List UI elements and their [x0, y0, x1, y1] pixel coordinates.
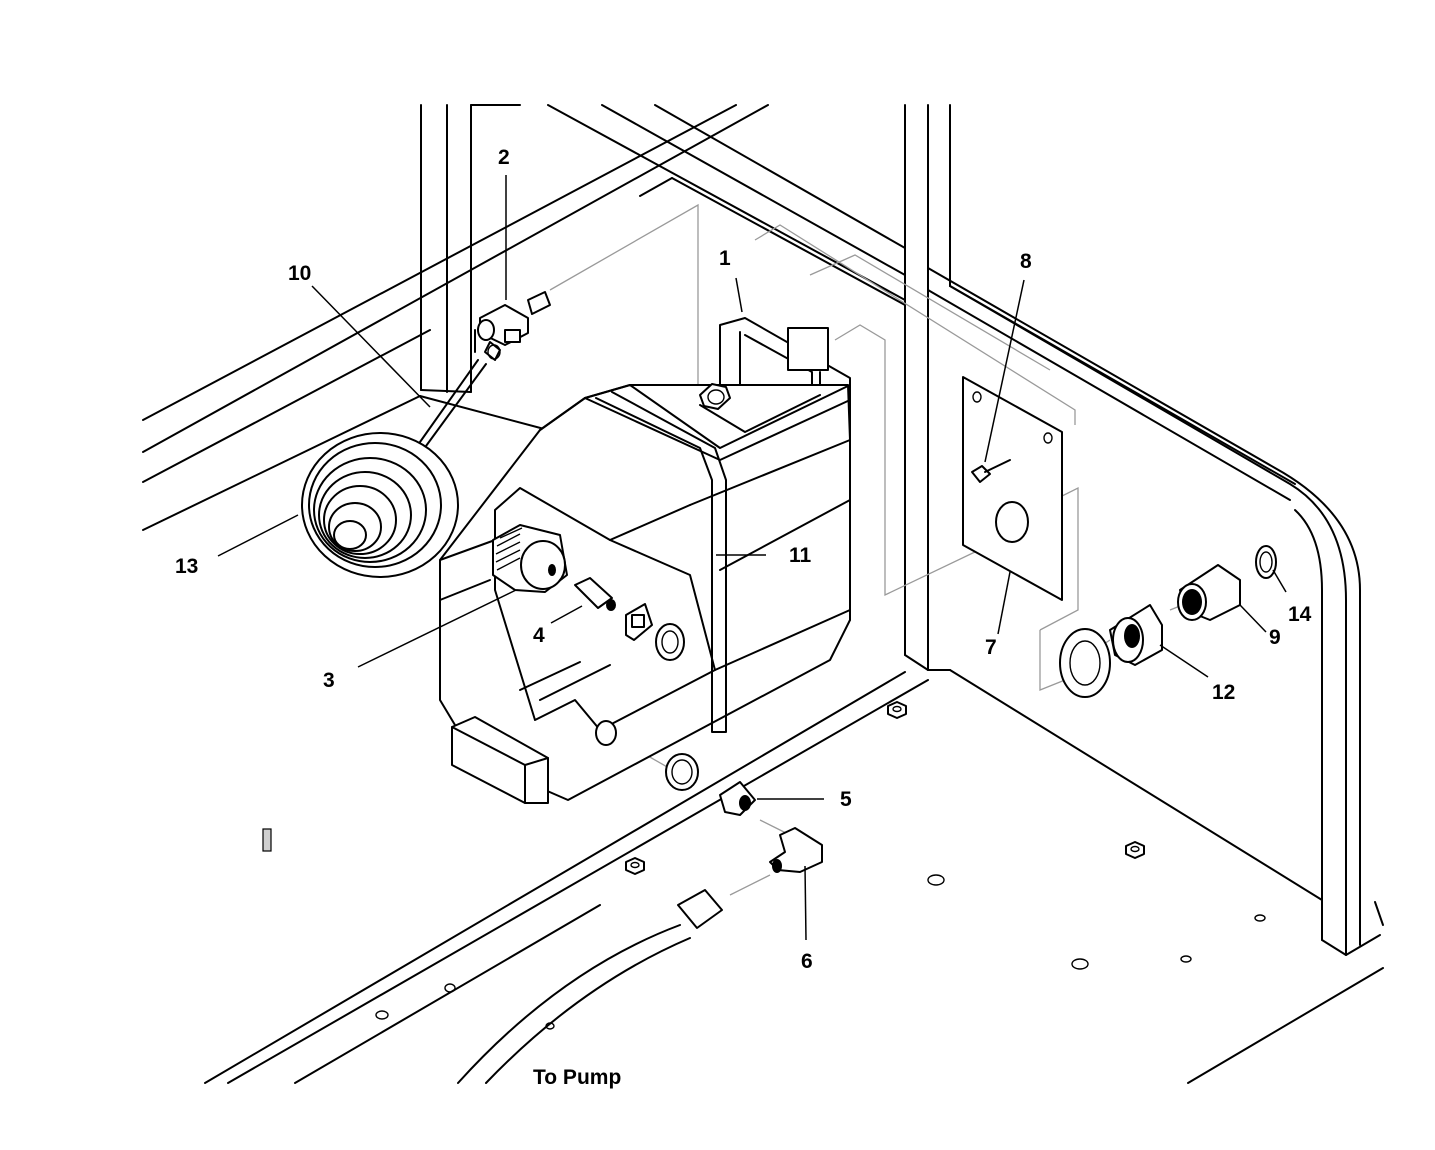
float-arm: [419, 359, 487, 447]
callout-3: 3: [323, 669, 335, 692]
callout-10: 10: [288, 262, 312, 285]
callout-5: 5: [840, 788, 852, 811]
callout-1: 1: [719, 247, 731, 270]
callout-14: 14: [1288, 603, 1312, 626]
float-ball: [301, 432, 459, 578]
callout-12: 12: [1212, 681, 1236, 704]
hose: [457, 889, 723, 1084]
to-pump-caption: To Pump: [533, 1066, 622, 1089]
bracket-plate: [962, 376, 1063, 601]
frame-floor: [204, 671, 1384, 1084]
fitting-5: [665, 753, 756, 816]
leader-lines: [217, 175, 1287, 941]
frame-upper-rails: [142, 104, 769, 531]
callout-13: 13: [175, 555, 199, 578]
callout-11: 11: [789, 544, 812, 567]
fitting-6-elbow: [769, 827, 823, 873]
tank: [439, 317, 851, 804]
fill-cap: [492, 524, 568, 593]
floor-holes: [375, 874, 1266, 1030]
frame-right-post: [904, 104, 951, 671]
callout-6: 6: [801, 950, 813, 973]
callout-8: 8: [1020, 250, 1032, 273]
frame-left-post: [420, 104, 472, 393]
floor-bolts: [262, 701, 1145, 875]
callout-4: 4: [533, 624, 545, 647]
fitting-12: [1059, 604, 1163, 698]
fitting-9: [1177, 564, 1241, 621]
fitting-4: [574, 577, 685, 661]
frame-right-panel: [927, 267, 1384, 956]
callout-7: 7: [985, 636, 997, 659]
frame-back-rails: [470, 104, 906, 306]
fitting-14: [1255, 545, 1277, 579]
callout-9: 9: [1269, 626, 1281, 649]
float-valve: [474, 291, 551, 361]
callout-2: 2: [498, 146, 510, 169]
